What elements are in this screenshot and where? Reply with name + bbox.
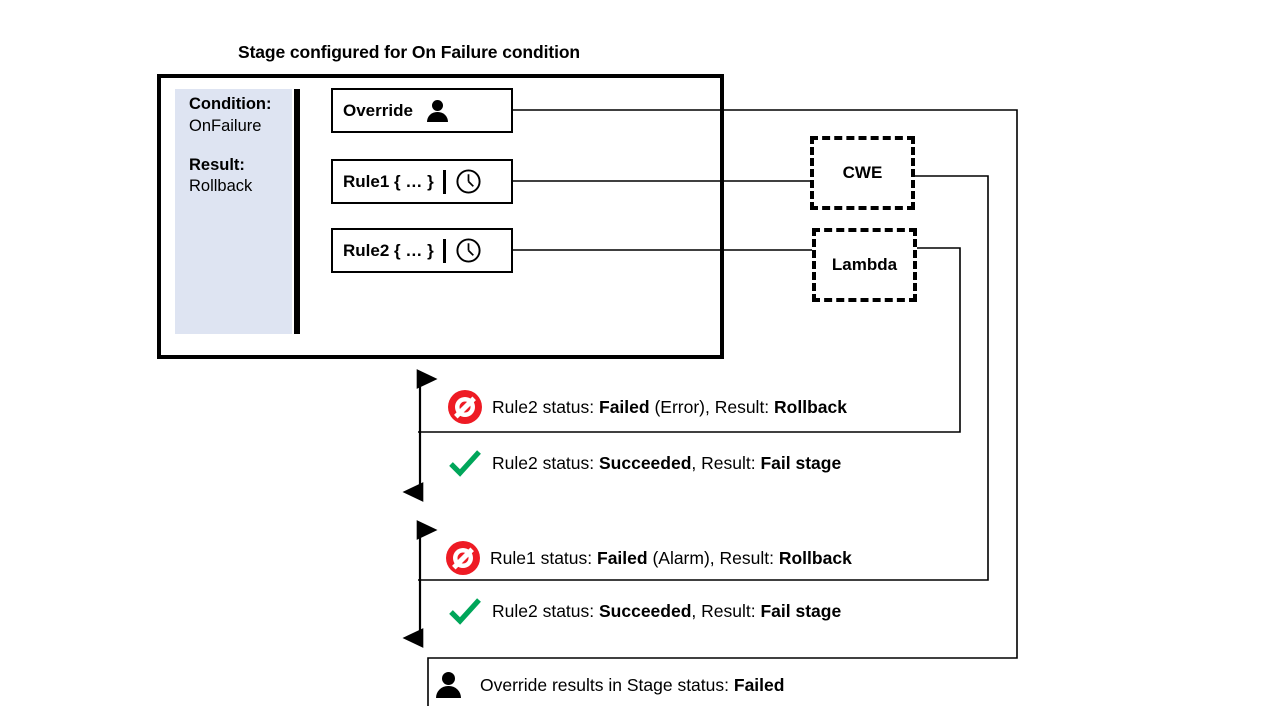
message-row: Rule1 status: Failed (Alarm), Result: Ro… [446, 541, 852, 575]
divider [442, 169, 446, 194]
message-row: Rule2 status: Failed (Error), Result: Ro… [448, 390, 847, 424]
clock-icon [455, 168, 482, 195]
no-entry-icon [448, 390, 492, 424]
check-icon [448, 449, 492, 477]
condition-key: Condition: [189, 95, 272, 113]
action-override-label: Override [343, 100, 413, 120]
message-row: Override results in Stage status: Failed [436, 672, 784, 698]
condition-panel-fill [175, 89, 292, 334]
node-lambda[interactable]: Lambda [812, 228, 917, 302]
message-text: Rule2 status: Failed (Error), Result: Ro… [492, 396, 847, 417]
result-value: Rollback [189, 177, 253, 196]
person-icon [436, 672, 480, 698]
action-override[interactable]: Override [331, 88, 513, 133]
stage-container [157, 74, 724, 359]
action-rule2[interactable]: Rule2 { … } [331, 228, 513, 273]
no-entry-icon [446, 541, 490, 575]
node-lambda-label: Lambda [831, 255, 898, 274]
person-icon [426, 100, 448, 122]
message-row: Rule2 status: Succeeded, Result: Fail st… [448, 449, 841, 477]
condition-panel-text: Condition: OnFailure Result: Rollback [189, 94, 299, 198]
message-row: Rule2 status: Succeeded, Result: Fail st… [448, 597, 841, 625]
action-rule2-label: Rule2 { … } [343, 240, 434, 260]
condition-panel-divider [294, 89, 300, 334]
clock-icon [455, 237, 482, 264]
divider [442, 238, 446, 263]
spacer [189, 138, 299, 155]
check-icon [448, 597, 492, 625]
result-key: Result: [189, 155, 245, 174]
action-rule1[interactable]: Rule1 { … } [331, 159, 513, 204]
message-text: Rule2 status: Succeeded, Result: Fail st… [492, 600, 842, 621]
node-cwe[interactable]: CWE [810, 136, 915, 210]
page-title: Stage configured for On Failure conditio… [238, 42, 581, 62]
node-cwe-label: CWE [842, 163, 883, 182]
action-rule1-label: Rule1 { … } [343, 171, 434, 191]
message-text: Rule2 status: Succeeded, Result: Fail st… [492, 452, 842, 473]
condition-value: OnFailure [189, 116, 262, 135]
message-text: Rule1 status: Failed (Alarm), Result: Ro… [490, 547, 852, 568]
message-text: Override results in Stage status: Failed [480, 674, 785, 695]
